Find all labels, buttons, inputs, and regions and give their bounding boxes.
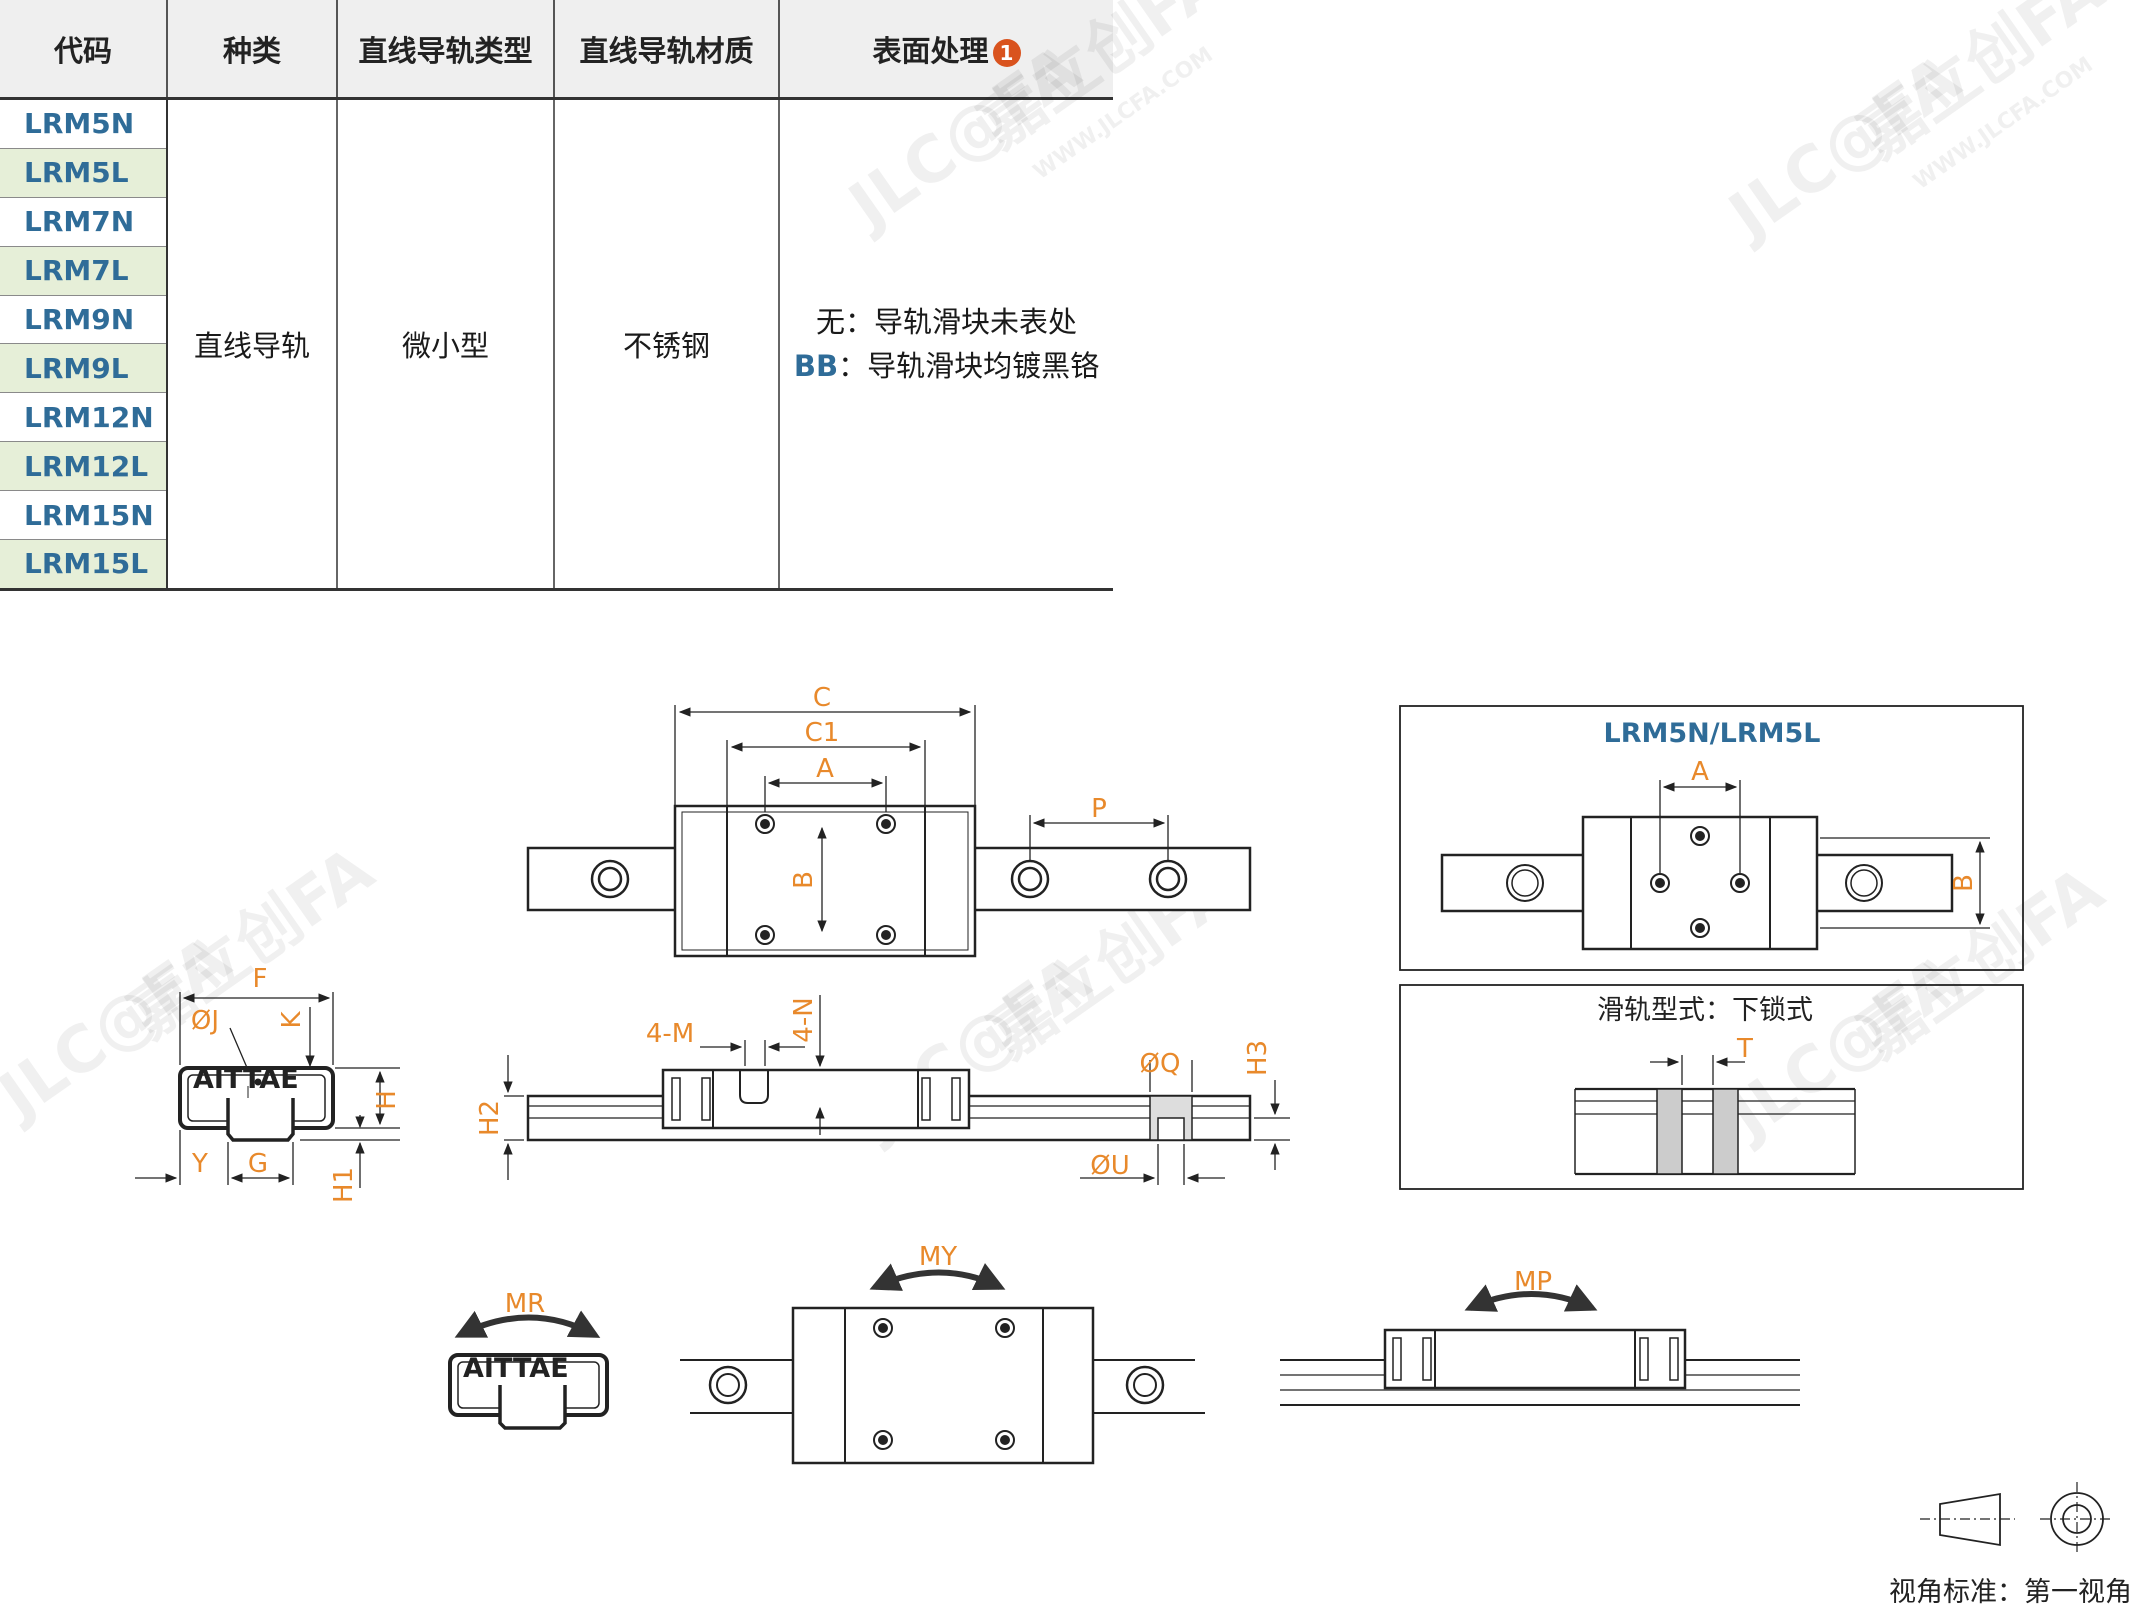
inset-lrm5-title: LRM5N/LRM5L	[1604, 718, 1821, 749]
table-row: LRM7L	[0, 246, 1113, 296]
dim-N: 4-N	[789, 997, 819, 1042]
inset-dim-T: T	[1736, 1034, 1753, 1064]
first-angle-projection-icon	[1920, 1482, 2114, 1556]
surface-cell: 无：导轨滑块未表处 BB：导轨滑块均镀黑铬	[779, 98, 1113, 591]
dim-J: ØJ	[191, 1006, 219, 1036]
watermark: JLC@FA 嘉立创FA WWW.JLCFA.COM JLC@FA 嘉立创FA …	[0, 0, 2117, 1155]
moment-mp-view	[1280, 1284, 1800, 1406]
code-cell: LRM9N	[0, 295, 168, 345]
dim-A: A	[816, 754, 834, 784]
dim-H: H	[372, 1090, 402, 1110]
moment-my-view	[680, 1263, 1205, 1465]
table-row: LRM12L	[0, 441, 1113, 492]
code-cell: LRM5L	[0, 148, 168, 198]
dim-G: G	[248, 1149, 268, 1179]
rail-type-cell: 微小型	[337, 98, 555, 591]
logo-aittae: AITTAE	[193, 1064, 299, 1095]
table-row: LRM15L	[0, 539, 1113, 591]
table-row: LRM9L	[0, 343, 1113, 394]
header-surface-label: 表面处理	[872, 33, 989, 68]
dim-H3: H3	[1243, 1040, 1273, 1076]
dim-F: F	[253, 964, 268, 994]
rail-material-cell: 不锈钢	[554, 98, 780, 591]
header-kind: 种类	[167, 0, 338, 100]
dim-U: ØU	[1090, 1151, 1130, 1181]
table-row: LRM5L	[0, 148, 1113, 198]
moment-MR: MR	[505, 1289, 546, 1319]
svg-text:嘉立创FA: 嘉立创FA	[117, 833, 387, 1053]
inset-dim-B: B	[1949, 874, 1979, 892]
header-rail-material: 直线导轨材质	[554, 0, 780, 100]
dim-K: K	[277, 1011, 307, 1029]
table-row: LRM12N	[0, 392, 1113, 443]
dim-Q: ØQ	[1140, 1049, 1181, 1079]
top-view	[526, 705, 1252, 958]
note-badge-icon: 1	[992, 38, 1021, 67]
inset-lrm5	[1399, 705, 2024, 971]
moment-MY: MY	[919, 1242, 957, 1272]
surface-none-text: 无：导轨滑块未表处	[815, 304, 1077, 339]
code-cell: LRM15N	[0, 490, 168, 541]
mr-logo: AITTAE	[463, 1353, 569, 1384]
inset-dim-A: A	[1691, 757, 1709, 787]
dim-C1: C1	[805, 718, 840, 748]
side-view	[503, 995, 1290, 1185]
dim-Y: Y	[191, 1149, 208, 1179]
surface-bb-code: BB	[793, 348, 839, 383]
end-view	[135, 992, 400, 1188]
dim-H2: H2	[475, 1100, 505, 1136]
header-code: 代码	[0, 0, 168, 100]
code-cell: LRM15L	[0, 539, 168, 591]
dim-P: P	[1091, 794, 1107, 824]
header-rail-type: 直线导轨类型	[337, 0, 555, 100]
moment-MP: MP	[1514, 1267, 1552, 1297]
code-cell: LRM7N	[0, 197, 168, 247]
code-cell: LRM12N	[0, 392, 168, 443]
dim-H1: H1	[329, 1167, 359, 1203]
surface-bb-line: BB：导轨滑块均镀黑铬	[780, 344, 1113, 388]
code-cell: LRM9L	[0, 343, 168, 394]
table-row: LRM15N	[0, 490, 1113, 541]
dim-C: C	[813, 683, 831, 713]
surface-bb-text: ：导轨滑块均镀黑铬	[838, 348, 1100, 383]
table-row: LRM7N	[0, 197, 1113, 247]
code-cell: LRM12L	[0, 441, 168, 492]
table-row: LRM5N 直线导轨 微小型 不锈钢 无：导轨滑块未表处 BB：导轨滑块均镀黑铬	[0, 98, 1113, 591]
code-cell: LRM7L	[0, 246, 168, 296]
dim-B: B	[789, 871, 819, 889]
inset-lock-title: 滑轨型式：下锁式	[1597, 995, 1813, 1026]
inset-lock	[1399, 984, 2024, 1190]
dim-M: 4-M	[646, 1019, 694, 1049]
kind-cell: 直线导轨	[167, 98, 338, 591]
code-cell: LRM5N	[0, 98, 168, 149]
moment-mr-view	[448, 1310, 609, 1430]
table-row: LRM9N	[0, 295, 1113, 345]
projection-label: 视角标准：第一视角	[1889, 1577, 2132, 1607]
